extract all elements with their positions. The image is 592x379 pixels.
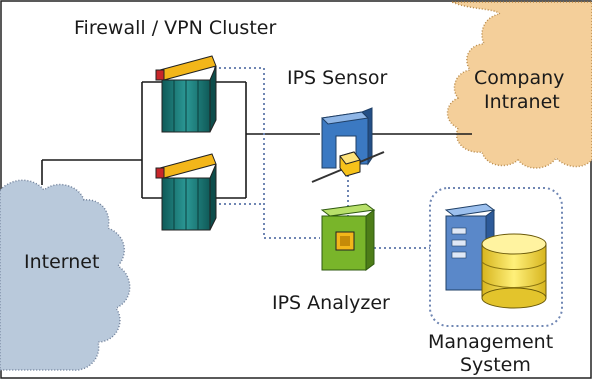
management-system-label-line1: Management xyxy=(428,331,553,353)
firewall-cluster-label: Firewall / VPN Cluster xyxy=(74,17,276,39)
ips-analyzer-label: IPS Analyzer xyxy=(272,292,390,314)
company-intranet-label-line1: Company xyxy=(474,67,564,89)
management-system-label-line2: System xyxy=(460,354,531,376)
dotted-management-links xyxy=(214,67,563,327)
database-icon xyxy=(481,233,547,309)
company-intranet-cloud xyxy=(446,1,592,169)
ips-sensor-icon xyxy=(311,107,385,183)
firewall-rack-top xyxy=(155,55,217,133)
ips-analyzer-icon xyxy=(320,203,376,271)
internet-cloud xyxy=(0,179,131,371)
firewall-rack-icon xyxy=(155,55,217,133)
solid-links xyxy=(41,81,472,199)
firewall-rack-icon xyxy=(155,153,217,231)
internet-label: Internet xyxy=(24,251,99,273)
firewall-rack-bottom xyxy=(155,153,217,231)
company-intranet-label-line2: Intranet xyxy=(484,91,560,113)
ips-sensor-label: IPS Sensor xyxy=(287,67,387,89)
